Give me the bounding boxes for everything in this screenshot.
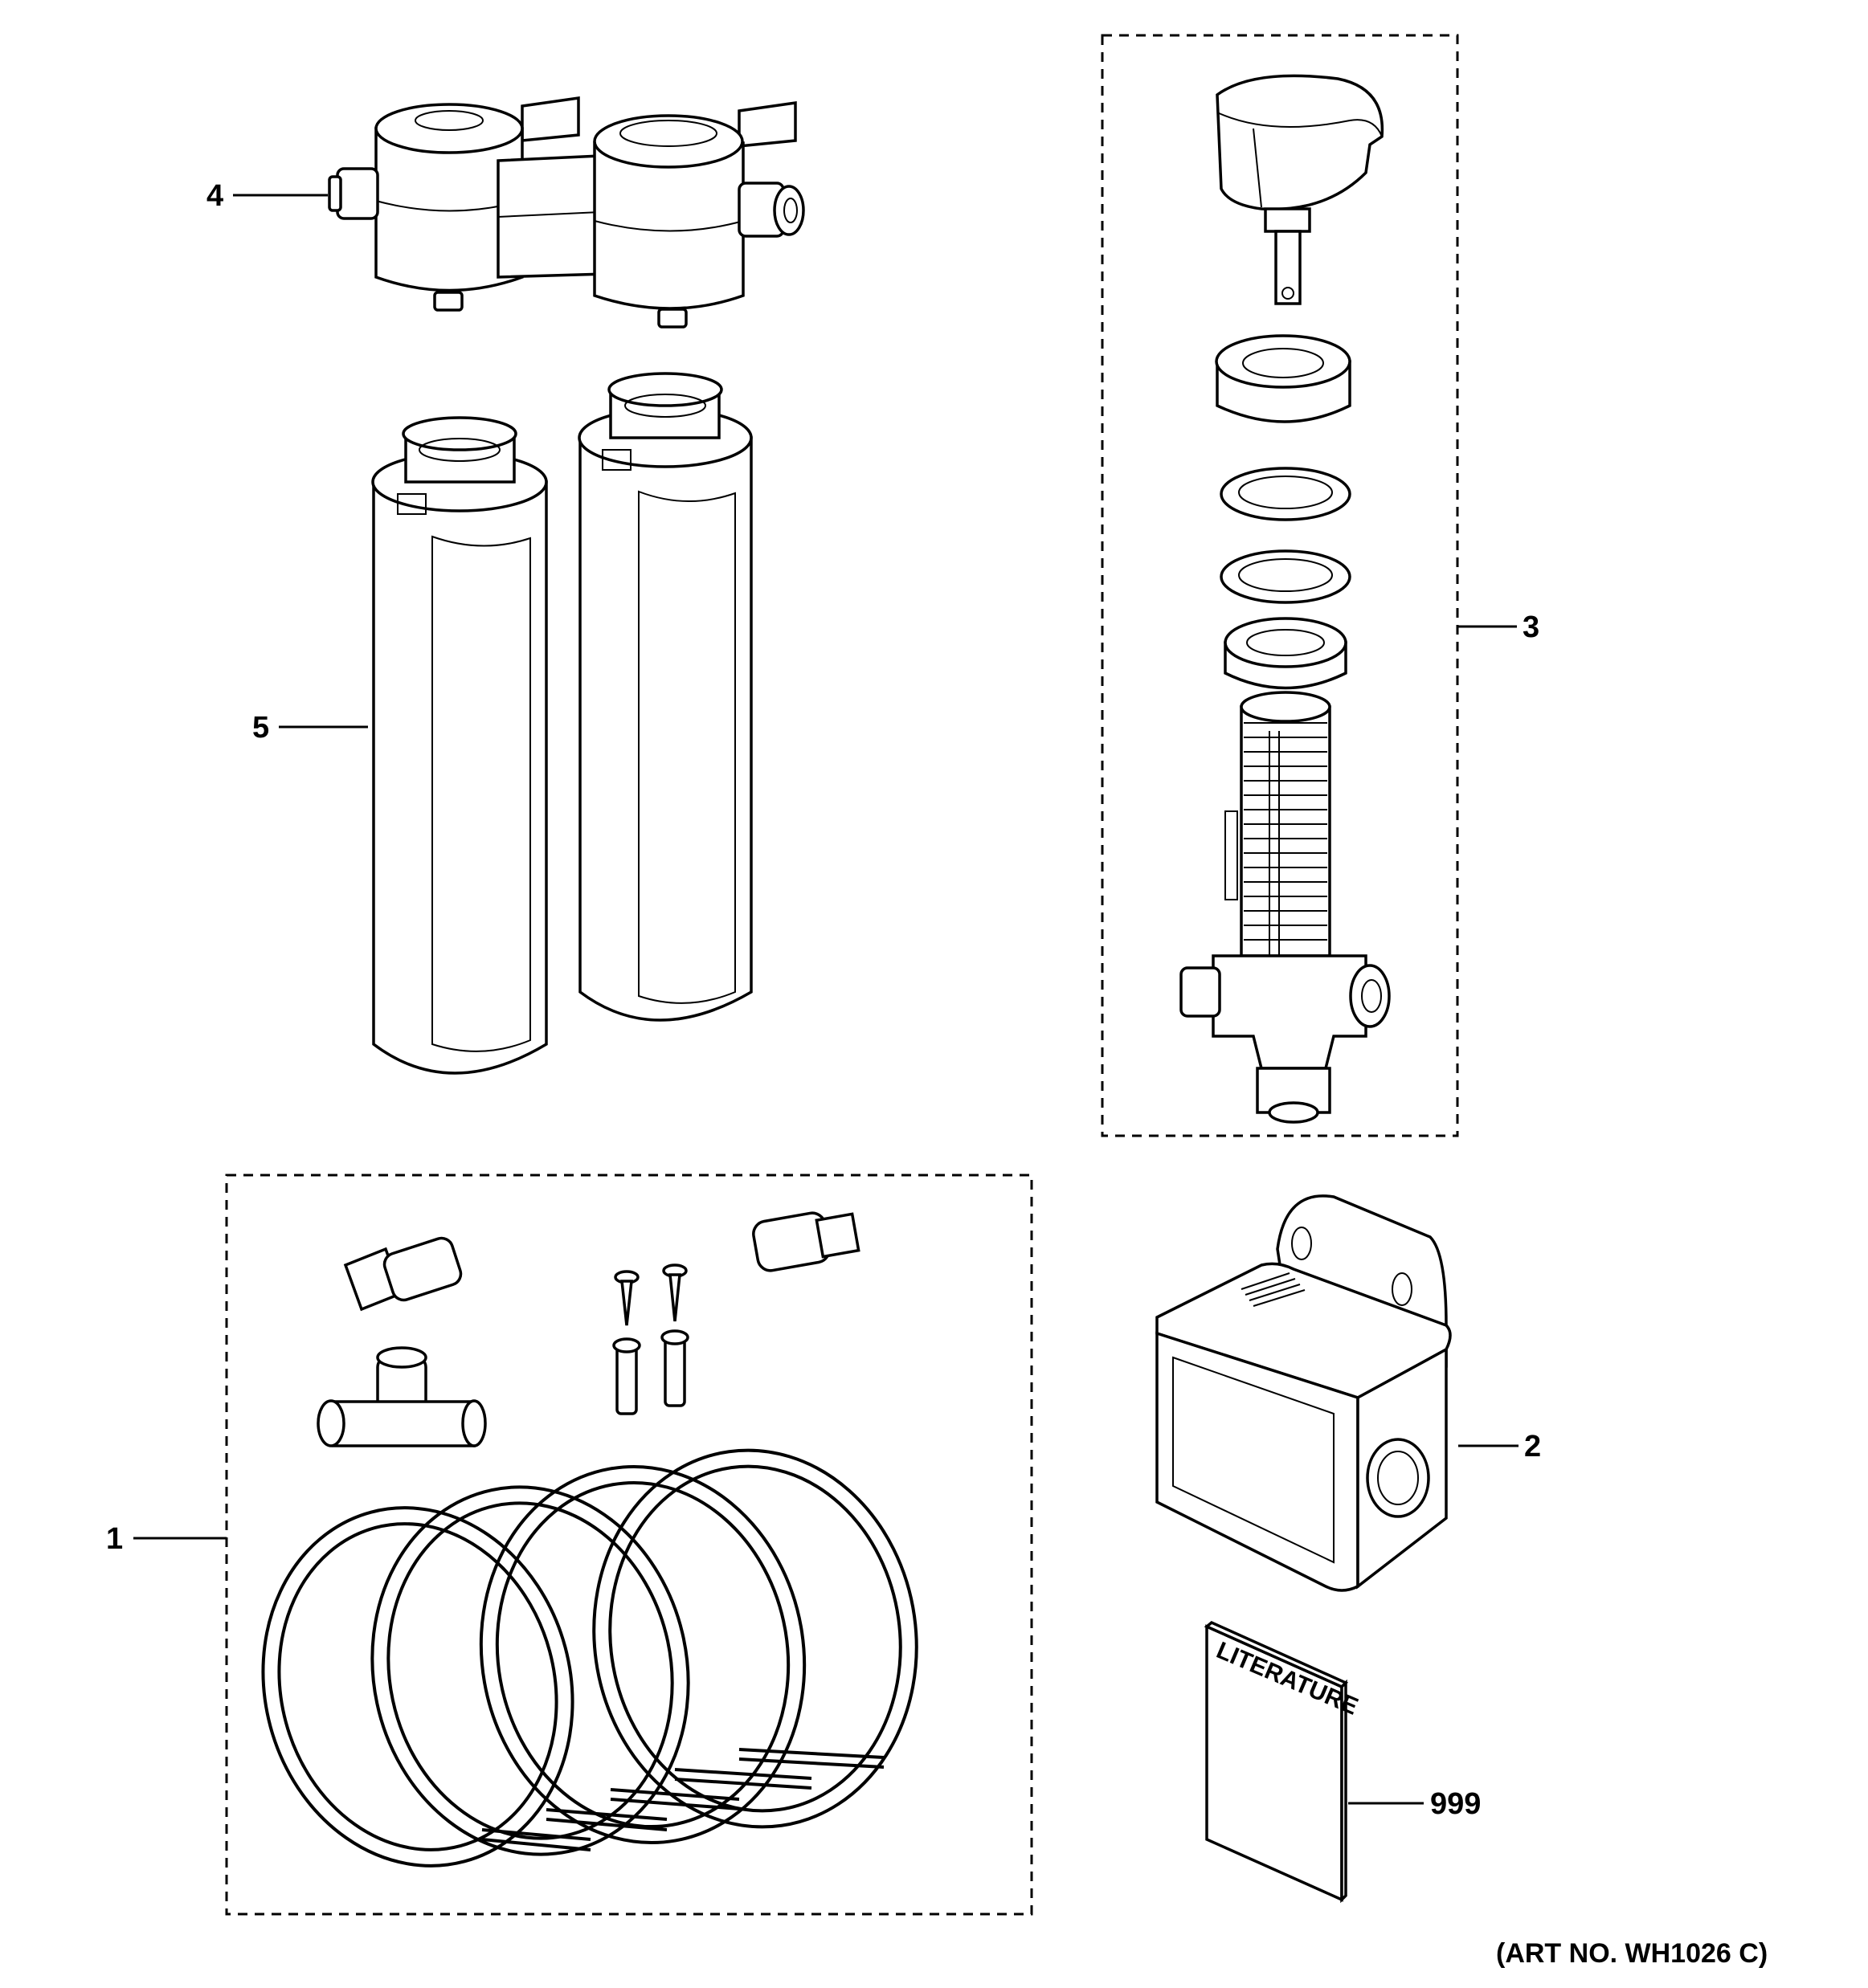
filter-cartridge-right [578,372,753,1022]
install-kit-parts [261,1211,918,1868]
module-box [1155,1194,1452,1592]
callout-4: 4 [206,179,223,213]
filter-cartridge-left [371,416,548,1075]
install-kit-box [225,1174,1033,1916]
callout-5: 5 [252,711,269,745]
manifold-head [328,96,805,329]
leader-lines [133,194,1519,1805]
callout-3: 3 [1523,610,1539,644]
faucet-assembly [1179,74,1391,1124]
callout-999: 999 [1430,1787,1481,1821]
faucet-kit-box [1101,34,1459,1137]
literature-booklet: LITERATURE [1204,1620,1362,1904]
art-number: (ART NO. WH1026 C) [1496,1938,1768,1969]
callout-2: 2 [1524,1430,1541,1463]
callout-1: 1 [106,1522,123,1556]
